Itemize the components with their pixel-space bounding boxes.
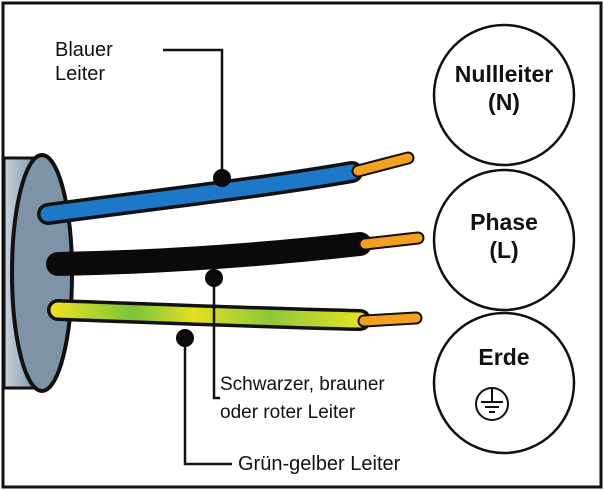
green-yellow-leader-line [183, 338, 232, 466]
blue-wire-label-line-1: Blauer [55, 39, 113, 61]
black-wire-label-line-1: Schwarzer, brauner [220, 374, 385, 395]
black-marker-dot [205, 269, 223, 287]
terminal-circle-earth [432, 311, 576, 455]
terminal-neutral-text: Nullleiter (N) [439, 60, 569, 116]
ground-symbol-icon [475, 387, 509, 421]
green-yellow-wire [47, 299, 423, 331]
blue-wire-label-line-2: Leiter [55, 63, 106, 85]
terminal-earth-text: Erde [439, 343, 569, 371]
blue-marker-dot [213, 169, 231, 187]
terminal-phase-name: Phase [470, 209, 538, 235]
terminal-earth-name: Erde [478, 344, 530, 370]
terminal-circle-phase [432, 168, 576, 312]
black-wire-label-line-2: oder roter Leiter [220, 402, 356, 423]
terminal-phase-symbol: (L) [489, 237, 519, 263]
blue-wire-label: Blauer Leiter [55, 38, 113, 86]
black-wire [46, 231, 425, 276]
terminal-neutral-symbol: (N) [488, 89, 520, 115]
terminal-neutral-name: Nullleiter [454, 61, 554, 87]
green-yellow-marker-dot [176, 329, 194, 347]
terminal-phase-text: Phase (L) [439, 208, 569, 264]
black-wire-label: Schwarzer, brauner oder roter Leiter [220, 371, 385, 427]
black-leader-line [212, 278, 220, 400]
terminal-circle-neutral [432, 23, 576, 167]
blue-wire [37, 151, 415, 225]
blue-leader-line [163, 48, 224, 178]
green-yellow-wire-label: Grün-gelber Leiter [238, 453, 401, 475]
